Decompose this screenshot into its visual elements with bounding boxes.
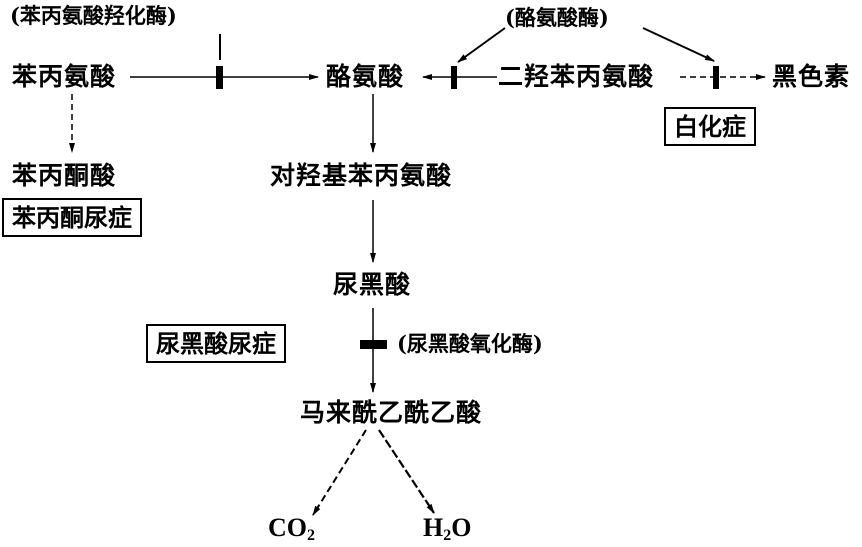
h2o-post: O <box>451 513 472 542</box>
node-h2o: H2O <box>423 515 471 544</box>
enzyme-tyrosinase: (酪氨酸酶) <box>505 5 609 30</box>
node-p-hydroxyphenyl: 对羟基苯丙氨酸 <box>270 161 453 190</box>
block-tyrosinase-2 <box>713 66 719 89</box>
node-co2: CO2 <box>268 515 315 544</box>
node-melanin: 黑色素 <box>772 62 851 91</box>
enzyme-phenylalanine-hydroxylase: (苯丙氨酸羟化酶) <box>10 3 177 28</box>
enzyme-homogentisate-oxidase: (尿黑酸氧化酶) <box>397 331 543 356</box>
node-maleylacetoacetic-acid: 马来酰乙酰乙酸 <box>300 398 483 427</box>
node-tyrosine: 酪氨酸 <box>326 62 405 91</box>
node-homogentisic-acid: 尿黑酸 <box>333 270 412 299</box>
enzyme-pointer-tyrosinase-2 <box>642 27 715 62</box>
node-phenylpyruvic-acid: 苯丙酮酸 <box>12 161 117 190</box>
node-phenylalanine: 苯丙氨酸 <box>12 62 117 91</box>
block-tyrosinase-1 <box>451 66 457 89</box>
block-phe-hydroxylase <box>216 66 223 89</box>
h2o-pre: H <box>423 513 444 542</box>
co2-base: CO <box>268 513 307 542</box>
node-dopa: 二羟苯丙氨酸 <box>498 62 655 91</box>
disease-albinism: 白化症 <box>664 107 756 146</box>
disease-phenylketonuria: 苯丙酮尿症 <box>2 198 142 237</box>
disease-alkaptonuria: 尿黑酸尿症 <box>146 324 286 363</box>
arrow-maa-to-co2 <box>312 429 367 516</box>
block-hga-oxidase <box>360 340 387 349</box>
h2o-sub: 2 <box>443 527 452 544</box>
co2-sub: 2 <box>307 527 315 544</box>
enzyme-pointer-tyrosinase-1 <box>457 27 506 63</box>
arrow-maa-to-h2o <box>378 429 435 514</box>
